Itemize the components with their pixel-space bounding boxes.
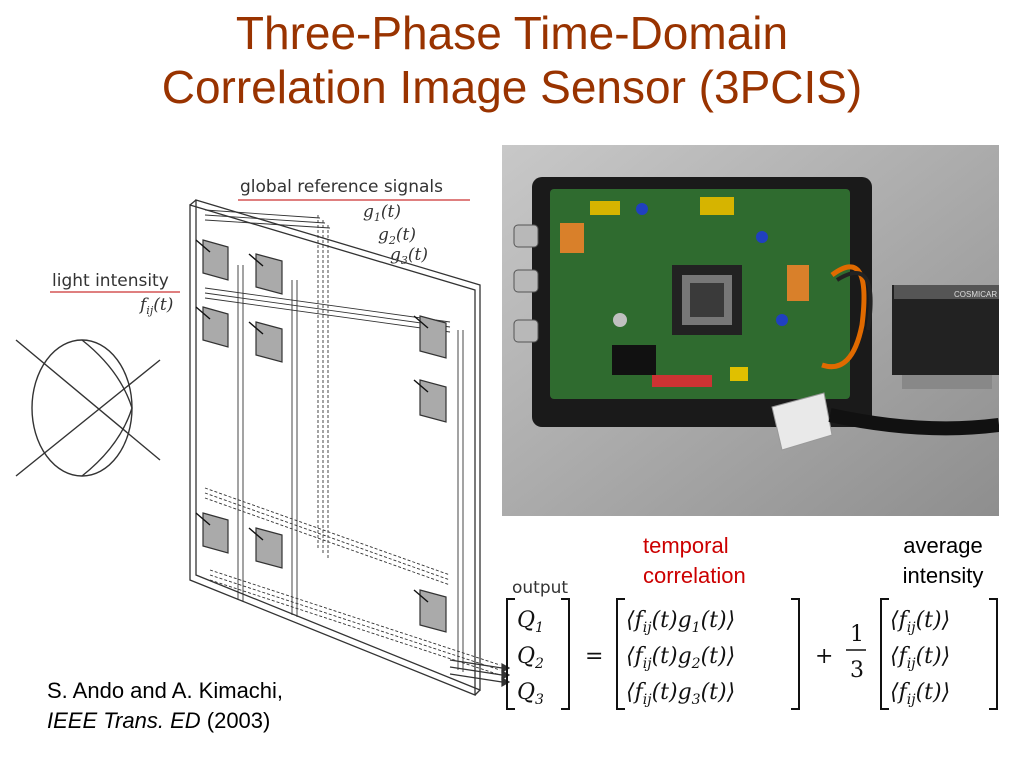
correlation-equation: Q1 Q2 Q3 = ⟨fij(t)g1(t)⟩ ⟨fij(t)g2(t)⟩ ⟨… [506,598,998,710]
usb-plug [771,392,999,451]
fraction-numerator: 1 [850,622,864,647]
output-vector: Q1 Q2 Q3 [506,598,570,710]
pixel-cell [202,306,229,348]
pixel-cell [255,527,283,569]
pixel-cells [202,239,447,633]
citation: S. Ando and A. Kimachi, IEEE Trans. ED (… [47,676,283,736]
output-label: output [512,578,569,598]
output-arrows [449,659,510,688]
row-lines [204,209,501,676]
slide-title: Three-Phase Time-Domain Correlation Imag… [0,6,1024,114]
correlation-vector: ⟨fij(t)g1(t)⟩ ⟨fij(t)g2(t)⟩ ⟨fij(t)g3(t)… [616,598,800,710]
sensor-array-diagram: global reference signals g1(t) g2(t) g3(… [15,177,510,696]
citation-source: IEEE Trans. ED (2003) [47,706,283,736]
pixel-cell [255,321,283,363]
correlation-term: ⟨fij(t)g2(t)⟩ [626,644,735,672]
correlation-term: ⟨fij(t)g1(t)⟩ [626,608,735,636]
pixel-cell [202,512,229,554]
output-q3: Q3 [517,680,544,708]
average-intensity-label: average intensity [902,533,984,588]
average-vector: ⟨fij(t)⟩ ⟨fij(t)⟩ ⟨fij(t)⟩ [880,598,998,710]
average-term: ⟨fij(t)⟩ [890,608,950,636]
pixel-cell [419,589,447,633]
title-line-1: Three-Phase Time-Domain [235,7,789,59]
reference-bus-lines [237,215,464,672]
output-q1: Q1 [517,608,544,636]
lens-icon [15,339,161,477]
pcb-components [560,197,809,387]
average-term: ⟨fij(t)⟩ [890,680,950,708]
fraction-denominator: 3 [850,658,864,683]
temporal-correlation-label: temporal correlation [643,533,746,588]
pixel-cell [419,315,447,359]
one-third-fraction: 1 3 [846,622,866,683]
ref-signal-g2: g2(t) [378,225,416,247]
equals-sign: = [585,644,603,669]
pixel-arrows [195,239,429,603]
plus-sign: + [815,644,833,669]
citation-year: (2003) [200,708,271,733]
light-intensity-label: light intensity [52,271,169,291]
average-term: ⟨fij(t)⟩ [890,644,950,672]
camera-lens: COSMICAR [892,285,999,389]
bnc-connectors [513,224,539,343]
title-line-2: Correlation Image Sensor (3PCIS) [161,61,863,113]
lens-label: COSMICAR [954,290,997,299]
citation-journal: IEEE Trans. ED [47,708,201,733]
output-q2: Q2 [517,644,544,672]
correlation-term: ⟨fij(t)g3(t)⟩ [626,680,735,708]
light-intensity-symbol: fij(t) [138,295,173,317]
pixel-cell [419,379,447,423]
global-reference-label: global reference signals [240,177,443,197]
sensor-board-photo: COSMICAR [502,145,999,516]
ref-signal-g1: g1(t) [363,202,401,224]
citation-authors: S. Ando and A. Kimachi, [47,678,284,703]
pixel-cell [255,253,283,295]
pixel-cell [202,239,229,281]
